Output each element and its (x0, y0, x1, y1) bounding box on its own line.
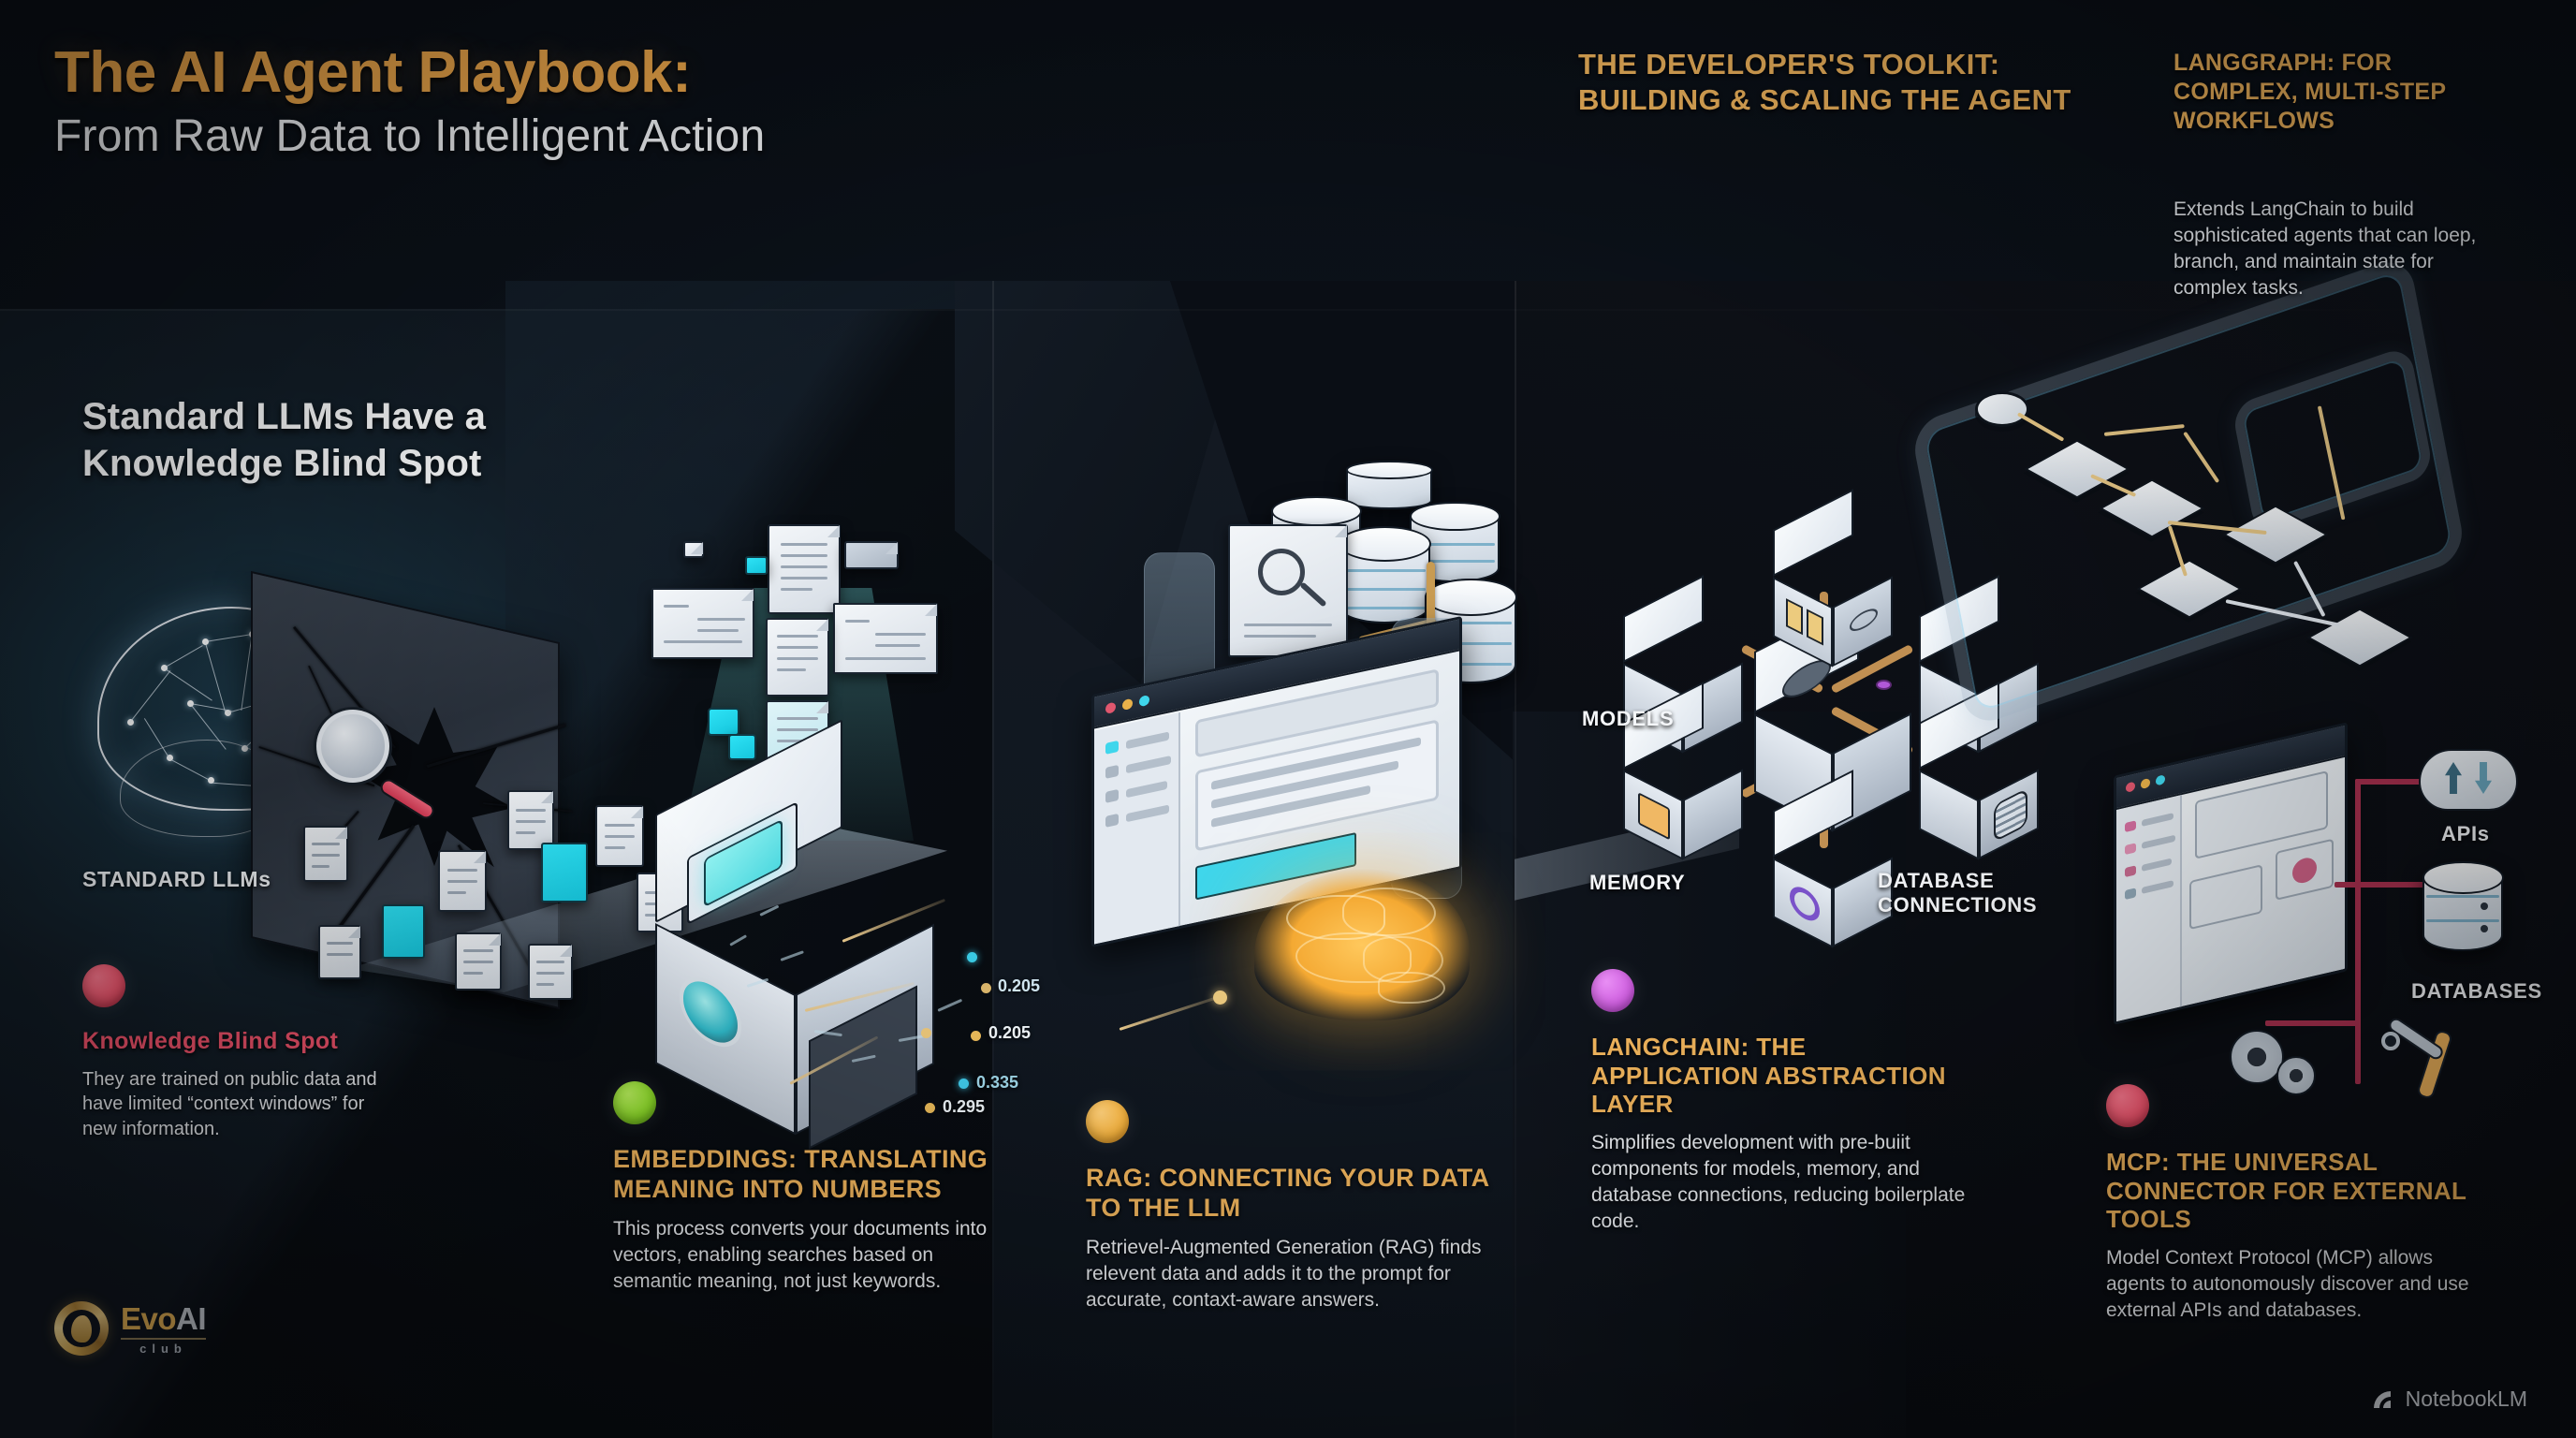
bullet-dot-green (613, 1081, 656, 1124)
caption-langchain: LANGCHAIN: THE APPLICATION ABSTRACTION L… (1591, 969, 1966, 1235)
mcp-branch-gears (2265, 1020, 2359, 1026)
page-title: The AI Agent Playbook: (54, 40, 692, 105)
label-database-connections: DATABASE CONNECTIONS (1878, 869, 2038, 917)
page-subtitle: From Raw Data to Intelligent Action (54, 111, 766, 161)
brain-connector-node (1213, 990, 1227, 1005)
header-divider (0, 309, 2576, 311)
db-pipe-3 (1427, 562, 1435, 635)
background-header-band (0, 0, 2576, 318)
vector-value-1: 0.205 (998, 976, 1041, 995)
caption-body: They are trained on public data and have… (82, 1068, 377, 1139)
caption-body: Model Context Protocol (MCP) allows agen… (2106, 1247, 2469, 1321)
logo-primary-text: Evo (121, 1300, 177, 1336)
bullet-dot-red-2 (2106, 1084, 2149, 1127)
logo-tagline: club (139, 1341, 187, 1356)
panel-seam-1 (992, 281, 994, 1438)
vector-value-3: 0.335 (976, 1073, 1019, 1092)
vector-point-gold-3 (925, 1103, 935, 1113)
input-documents-cluster (646, 506, 955, 779)
bullet-dot-magenta (1591, 969, 1634, 1012)
mcp-branch-apis (2355, 779, 2430, 785)
bullet-dot-orange (1086, 1100, 1129, 1143)
caption-title: Knowledge Blind Spot (82, 1028, 339, 1054)
label-apis: APIs (2441, 822, 2490, 845)
caption-knowledge-blind-spot: Knowledge Blind Spot They are trained on… (82, 964, 382, 1141)
gear-icon-large (2230, 1030, 2284, 1084)
gear-icon-small (2276, 1056, 2316, 1095)
apis-cloud-icon (2419, 749, 2518, 811)
vector-point-gold-2 (971, 1031, 981, 1041)
mcp-bus-vertical (2355, 779, 2361, 949)
mcp-branch-tools (2355, 944, 2361, 1084)
vector-value-4: 0.295 (943, 1097, 986, 1116)
vector-value-2: 0.205 (988, 1023, 1032, 1042)
logo-secondary-text: AI (176, 1300, 207, 1336)
notebooklm-icon (2373, 1390, 2391, 1408)
retrieval-search-card (1228, 524, 1348, 657)
standard-llms-label: STANDARD LLMs (82, 867, 271, 891)
toolkit-heading: THE DEVELOPER'S TOOLKIT: BUILDING & SCAL… (1578, 48, 2071, 116)
langgraph-body: Extends LangChain to build sophisticated… (2174, 198, 2477, 299)
flowchart-start-node (1975, 391, 2029, 427)
caption-title: MCP: THE UNIVERSAL CONNECTOR FOR EXTERNA… (2106, 1148, 2466, 1234)
panel-seam-2 (1515, 281, 1516, 1438)
caption-title: RAG: CONNECTING YOUR DATA TO THE LLM (1086, 1164, 1489, 1222)
vector-point-gold-1 (981, 983, 991, 993)
langchain-node-graph (1554, 489, 2078, 955)
llm-section-heading: Standard LLMs Have a Knowledge Blind Spo… (82, 396, 487, 484)
label-models: MODELS (1582, 707, 1675, 730)
databases-icon (2422, 860, 2512, 964)
langgraph-heading: LANGGRAPH: FOR COMPLEX, MULTI-STEP WORKF… (2174, 50, 2446, 134)
vector-point-cyan-2 (959, 1078, 969, 1089)
magnifier-icon (316, 710, 389, 783)
bullet-dot-red (82, 964, 125, 1007)
vector-point-cyan-1 (967, 952, 977, 962)
caption-title: LANGCHAIN: THE APPLICATION ABSTRACTION L… (1591, 1033, 1946, 1119)
caption-embeddings: EMBEDDINGS: TRANSLATING MEANING INTO NUM… (613, 1081, 1006, 1294)
label-memory: MEMORY (1589, 871, 1686, 894)
caption-mcp: MCP: THE UNIVERSAL CONNECTOR FOR EXTERNA… (2106, 1084, 2481, 1324)
tools-wrench-screwdriver-icon (2378, 1015, 2475, 1112)
label-databases: DATABASES (2411, 979, 2542, 1003)
caption-rag: RAG: CONNECTING YOUR DATA TO THE LLM Ret… (1086, 1100, 1526, 1313)
caption-body: Retrievel-Augmented Generation (RAG) fin… (1086, 1236, 1482, 1311)
watermark-text: NotebookLM (2405, 1387, 2527, 1411)
logo-ring-icon (54, 1301, 109, 1356)
node-tools (1773, 489, 1893, 668)
caption-title: EMBEDDINGS: TRANSLATING MEANING INTO NUM… (613, 1145, 988, 1203)
floating-documents-group (303, 768, 833, 1030)
evoai-club-logo: EvoAI club (54, 1300, 207, 1356)
node-memory (1623, 682, 1743, 860)
node-bottom (1773, 770, 1893, 948)
mcp-branch-databases (2334, 882, 2430, 888)
caption-body: Simplifies development with pre-buiit co… (1591, 1132, 1966, 1232)
llm-brain-folds (1262, 874, 1462, 1017)
notebooklm-watermark: NotebookLM (2371, 1387, 2527, 1412)
vector-point-gold-4 (921, 1028, 931, 1038)
caption-body: This process converts your documents int… (613, 1217, 988, 1292)
node-database (1919, 682, 2039, 860)
logo-underline (121, 1337, 207, 1340)
